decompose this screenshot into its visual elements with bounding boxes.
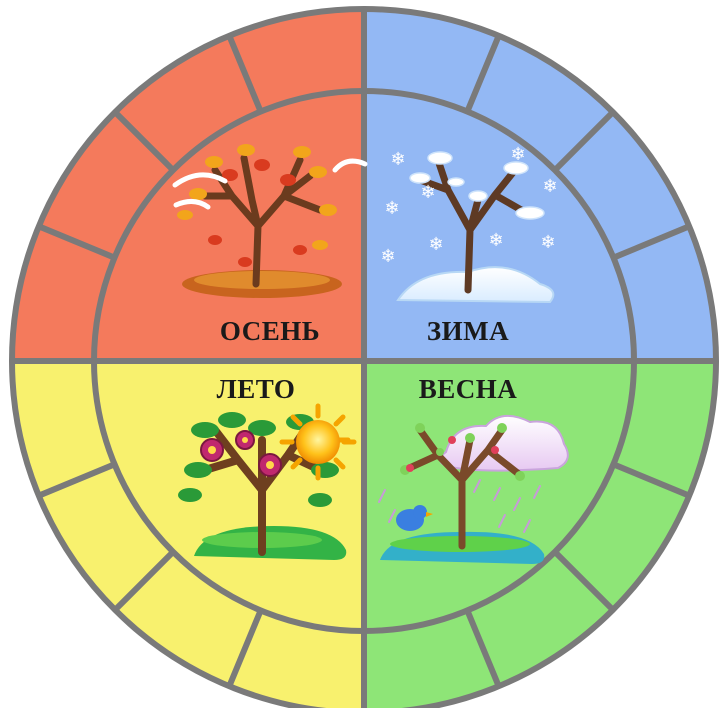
ring-cell-divider [612,461,691,499]
winter-tree-icon: ❄ ❄ ❄ ❄ ❄ ❄ ❄ ❄ ❄ [380,144,558,304]
svg-text:❄: ❄ [420,182,435,203]
svg-text:❄: ❄ [540,232,555,253]
autumn-tree-icon [172,144,368,298]
ring-dividers [9,6,719,708]
svg-text:❄: ❄ [510,144,525,165]
ring-cell-divider [552,549,616,613]
ring-cell-divider [37,461,116,499]
svg-text:❄: ❄ [488,230,503,251]
ring-cell-divider [37,223,116,261]
svg-text:❄: ❄ [542,176,557,197]
season-label-autumn: ОСЕНЬ [220,316,320,346]
summer-tree-icon [178,403,357,560]
svg-text:❄: ❄ [428,234,443,255]
ring-cell-divider [464,34,502,113]
ring-cell-divider [112,549,176,613]
season-label-summer: ЛЕТО [217,374,296,404]
ring-cell-divider [464,609,502,688]
season-label-winter: ЗИМА [427,316,509,346]
ring-cell-divider [226,609,264,688]
svg-text:❄: ❄ [384,198,399,219]
season-label-spring: ВЕСНА [419,374,518,404]
spring-tree-icon [378,415,569,564]
inner-quadrant-spring [364,361,634,631]
svg-text:❄: ❄ [390,149,405,170]
ring-cell-divider [112,109,176,173]
ring-cell-divider [226,34,264,113]
ring-cell-divider [552,109,616,173]
svg-text:❄: ❄ [380,246,395,267]
ring-cell-divider [612,223,691,261]
